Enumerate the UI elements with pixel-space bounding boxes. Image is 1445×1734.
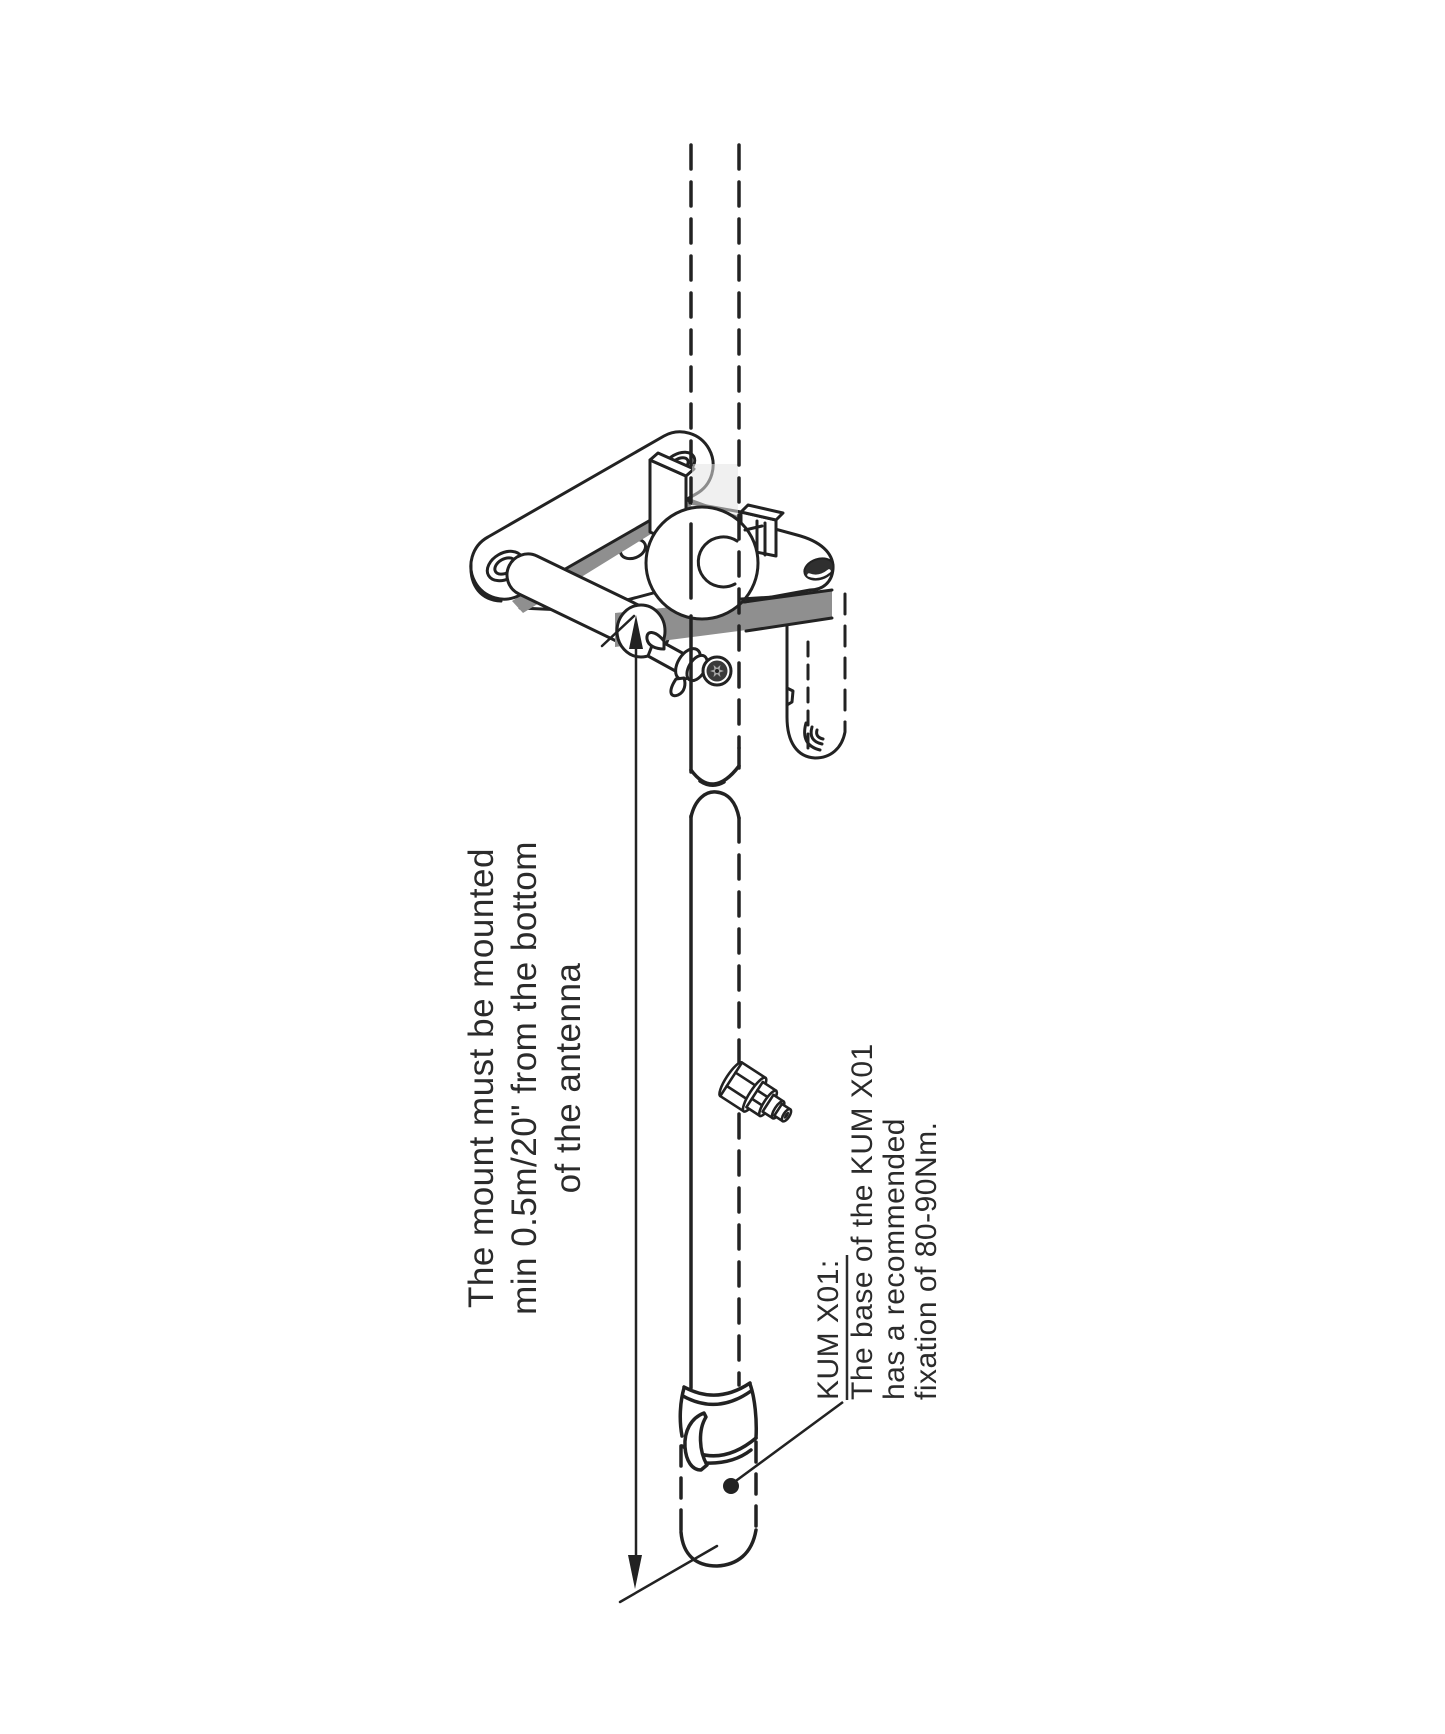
block-end-hole-highlight [807, 569, 831, 579]
base-bottom-curve [679, 1528, 758, 1568]
mount-note-line-3: of the antenna [549, 963, 588, 1194]
extension-tick-bottom [618, 1544, 719, 1604]
base-note: KUM X01: The base of the KUM X01 has a r… [812, 1043, 943, 1400]
base-rim-outer [682, 1381, 752, 1397]
mount-note-line-1: The mount must be mounted [462, 848, 501, 1308]
base-note-line-2: has a recommended [878, 1118, 911, 1400]
torx-center-dot [715, 669, 719, 673]
hanger-strap-fill [787, 590, 845, 758]
antenna-base [678, 1381, 758, 1568]
flange-thickness-edge [469, 563, 503, 603]
mount-note: The mount must be mounted min 0.5m/20" f… [462, 841, 588, 1315]
extension-tick-top [600, 614, 636, 648]
base-collar-right [748, 1382, 758, 1440]
dimension-line [600, 614, 719, 1604]
dimension-arrow-up-icon [629, 615, 643, 649]
dimension-arrow-down-icon [628, 1555, 642, 1589]
connector-tip-hole [783, 1111, 790, 1119]
mast-break-lower-dome [689, 790, 741, 820]
leader-dot [723, 1478, 739, 1494]
leader-shaft [732, 1400, 844, 1485]
mast-break-inner-curve [698, 779, 726, 787]
mount-note-line-2: min 0.5m/20" from the bottom [505, 841, 544, 1315]
wing-upper [645, 631, 666, 651]
clamp-screw [615, 603, 733, 698]
leader-line [723, 1400, 844, 1494]
mast-break [689, 764, 741, 820]
antenna-mast [689, 143, 741, 1390]
block-shadow-band [615, 590, 832, 647]
base-collar-left [678, 1386, 686, 1438]
wing-lower [669, 676, 687, 698]
base-latch-tab [683, 1411, 709, 1472]
clamp-jaw-top [739, 503, 785, 522]
base-crease-line [704, 1448, 753, 1465]
clamp-mouth-lip-bottom [739, 595, 776, 601]
base-note-line-1: The base of the KUM X01 [846, 1043, 879, 1400]
clamp-mouth-lip-top [743, 524, 764, 532]
hanger-strap [785, 594, 847, 760]
strap-hook-arc-inner [815, 728, 825, 741]
mount-bracket [469, 430, 847, 760]
clamp-boss [644, 505, 760, 621]
block-bottom-edge-rear [744, 616, 834, 633]
strap-notch [785, 686, 795, 707]
base-rim-inner [681, 1389, 753, 1407]
cable-connector [718, 1061, 793, 1123]
clamp-inner-arc [696, 535, 739, 589]
base-note-line-3: fixation of 80-90Nm. [910, 1122, 943, 1400]
base-note-heading: KUM X01: [812, 1259, 845, 1400]
mast-break-upper-curve [689, 764, 741, 786]
strap-hook-arc-mid [809, 725, 824, 746]
